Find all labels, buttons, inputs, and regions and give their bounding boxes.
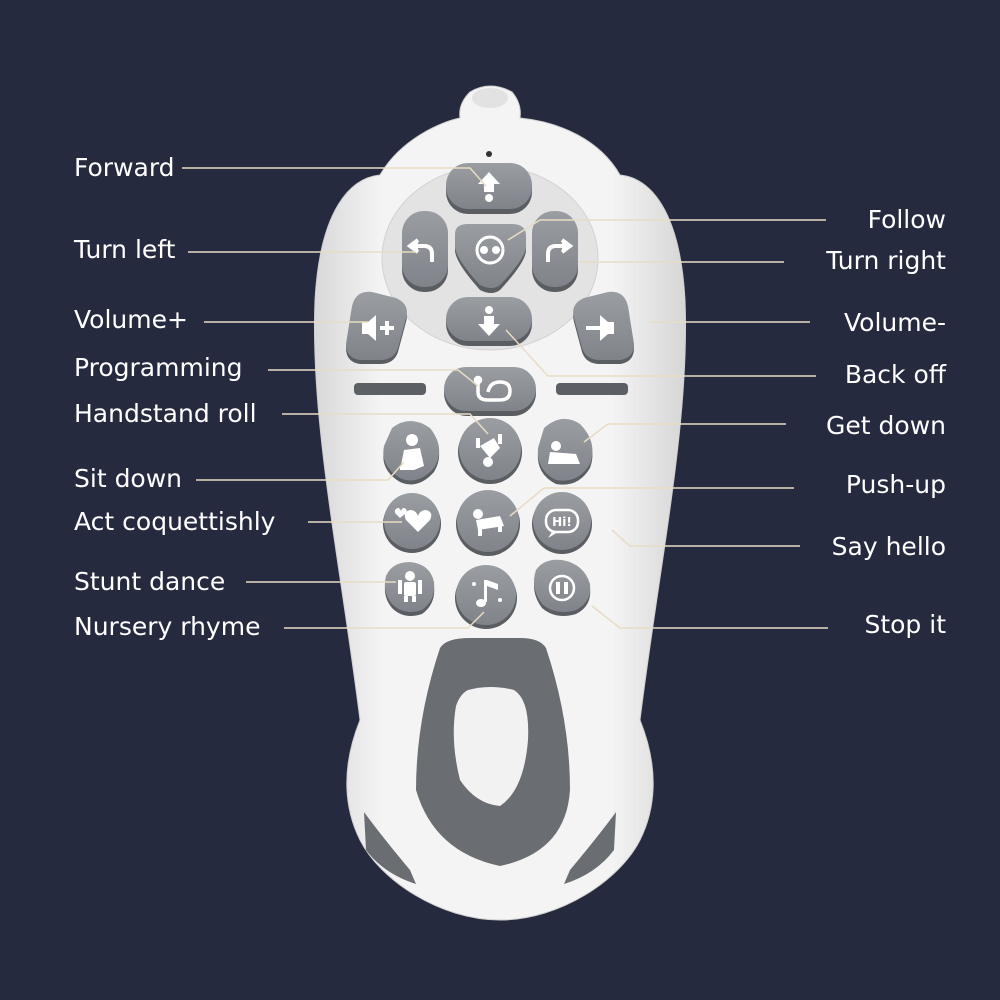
say-hello-button[interactable]: Hi!	[532, 492, 592, 554]
nursery-rhyme-button[interactable]	[455, 565, 517, 629]
arrow-down-icon	[478, 306, 500, 336]
dance-icon	[398, 571, 422, 602]
label-nursery-rhyme: Nursery rhyme	[74, 612, 261, 641]
nursery-rhyme-leader	[284, 611, 485, 629]
follow-button[interactable]	[455, 224, 526, 293]
label-say-hello: Say hello	[831, 532, 946, 561]
forward-leader	[182, 167, 487, 187]
hi-text: Hi!	[552, 515, 572, 529]
lying-dog-icon	[548, 441, 580, 464]
left-divider-bar	[354, 383, 426, 395]
follow-leader	[507, 219, 826, 241]
bottom-grip	[416, 638, 570, 866]
pause-icon	[548, 574, 576, 602]
turn-left-button[interactable]	[402, 211, 448, 292]
forward-button[interactable]	[446, 163, 532, 214]
sitting-dog-icon	[400, 434, 424, 470]
turn-left-icon	[406, 238, 434, 262]
pushup-dog-icon	[473, 509, 504, 536]
leader-lines	[182, 167, 828, 629]
label-turn-right: Turn right	[826, 246, 946, 275]
volume-down-button[interactable]	[573, 291, 634, 364]
say-hello-leader	[611, 529, 800, 547]
label-stunt-dance: Stunt dance	[74, 567, 226, 596]
handstand-roll-leader	[282, 413, 489, 435]
sit-down-leader	[196, 461, 405, 481]
left-side-grip	[364, 812, 416, 884]
label-handstand-roll: Handstand roll	[74, 399, 257, 428]
turn-right-button[interactable]	[532, 211, 578, 292]
turn-right-icon	[546, 238, 574, 262]
volume-down-icon	[586, 315, 614, 341]
right-side-grip	[564, 812, 616, 884]
back-off-button[interactable]	[446, 297, 532, 346]
label-stop-it: Stop it	[864, 610, 946, 639]
programming-button[interactable]	[444, 367, 536, 416]
top-nub	[472, 88, 508, 108]
push-up-button[interactable]	[456, 490, 520, 556]
volume-up-icon	[362, 315, 394, 341]
follow-icon	[475, 235, 505, 265]
speech-bubble-icon: Hi!	[544, 508, 580, 538]
stunt-dance-button[interactable]	[384, 562, 435, 616]
loop-icon	[473, 375, 512, 402]
push-up-leader	[509, 487, 794, 517]
get-down-button[interactable]	[537, 418, 593, 485]
handstand-roll-button[interactable]	[458, 418, 522, 484]
get-down-leader	[583, 423, 786, 443]
label-turn-left: Turn left	[74, 235, 176, 264]
label-sit-down: Sit down	[74, 464, 183, 493]
label-get-down: Get down	[826, 411, 946, 440]
arrow-up-icon	[478, 172, 500, 202]
label-push-up: Push-up	[845, 470, 946, 499]
label-forward: Forward	[74, 153, 175, 182]
stop-it-leader	[591, 605, 828, 629]
programming-leader	[268, 369, 479, 387]
act-coquettishly-button[interactable]	[383, 493, 441, 553]
label-volume-down: Volume-	[843, 308, 946, 337]
handstand-dog-icon	[476, 434, 502, 467]
hearts-icon	[394, 508, 432, 532]
back-off-leader	[505, 329, 816, 377]
label-back-off: Back off	[844, 360, 946, 389]
stop-it-button[interactable]	[534, 559, 591, 616]
volume-up-button[interactable]	[346, 291, 407, 364]
music-note-icon	[472, 580, 502, 607]
label-follow: Follow	[867, 205, 946, 234]
label-act-coquettishly: Act coquettishly	[74, 507, 276, 536]
right-divider-bar	[556, 383, 628, 395]
label-volume-up: Volume+	[74, 305, 188, 334]
label-programming: Programming	[74, 353, 243, 382]
indicator-light	[486, 151, 492, 157]
